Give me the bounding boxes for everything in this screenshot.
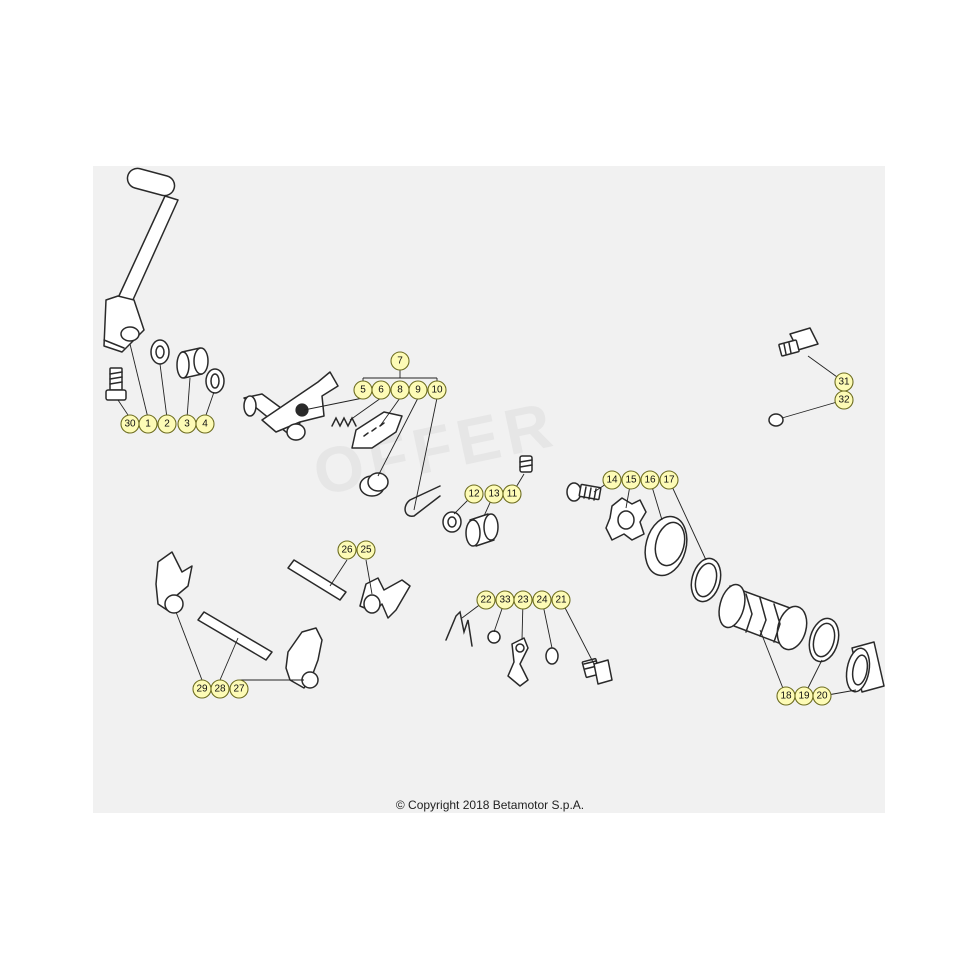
lever-23 xyxy=(507,637,529,687)
bushing-3 xyxy=(176,347,209,379)
fork-rod-26 xyxy=(287,559,347,601)
callout-15: 15 xyxy=(621,470,641,490)
bolt-31 xyxy=(778,327,819,357)
copyright-notice: © Copyright 2018 Betamotor S.p.A. xyxy=(395,798,585,812)
roller-9 xyxy=(359,472,389,497)
callout-20: 20 xyxy=(812,686,832,706)
callout-31: 31 xyxy=(834,372,854,392)
shift-fork-25 xyxy=(359,577,411,619)
callout-28: 28 xyxy=(210,679,230,699)
svg-text:7: 7 xyxy=(397,356,403,367)
svg-text:21: 21 xyxy=(555,595,567,606)
svg-text:9: 9 xyxy=(415,385,421,396)
spring-8 xyxy=(331,416,357,428)
bearing-16 xyxy=(644,515,688,577)
callout-7: 7 xyxy=(390,351,410,371)
shift-fork-29 xyxy=(155,551,193,614)
callout-22: 22 xyxy=(476,590,496,610)
svg-text:5: 5 xyxy=(360,385,366,396)
hairpin-spring-10 xyxy=(404,485,441,517)
callout-5: 5 xyxy=(353,380,373,400)
svg-text:8: 8 xyxy=(397,385,403,396)
callout-33: 33 xyxy=(495,590,515,610)
svg-text:28: 28 xyxy=(214,684,226,695)
callout-8: 8 xyxy=(390,380,410,400)
bolt-11 xyxy=(519,455,533,473)
svg-text:3: 3 xyxy=(184,419,190,430)
svg-text:2: 2 xyxy=(164,419,170,430)
svg-text:18: 18 xyxy=(780,691,792,702)
callout-9: 9 xyxy=(408,380,428,400)
callout-17: 17 xyxy=(659,470,679,490)
svg-text:4: 4 xyxy=(202,419,208,430)
fork-rod-28 xyxy=(197,611,273,661)
svg-text:27: 27 xyxy=(233,684,245,695)
callout-23: 23 xyxy=(513,590,533,610)
svg-text:32: 32 xyxy=(838,395,850,406)
svg-text:15: 15 xyxy=(625,475,637,486)
svg-text:11: 11 xyxy=(507,489,518,500)
shift-lever xyxy=(103,167,179,353)
svg-text:6: 6 xyxy=(378,385,384,396)
bolt-21 xyxy=(581,657,613,685)
star-wheel-15 xyxy=(605,497,647,541)
callout-32: 32 xyxy=(834,390,854,410)
bolt-30 xyxy=(105,367,127,401)
callout-14: 14 xyxy=(602,470,622,490)
washer-32 xyxy=(768,413,784,427)
callout-21: 21 xyxy=(551,590,571,610)
nut-33 xyxy=(487,630,501,644)
svg-text:14: 14 xyxy=(606,475,618,486)
svg-text:33: 33 xyxy=(499,595,511,606)
svg-text:16: 16 xyxy=(644,475,656,486)
svg-text:19: 19 xyxy=(798,691,810,702)
callout-11: 11 xyxy=(502,484,522,504)
svg-text:31: 31 xyxy=(838,377,850,388)
callout-1: 1 xyxy=(138,414,158,434)
svg-text:25: 25 xyxy=(360,545,372,556)
callout-16: 16 xyxy=(640,470,660,490)
shift-shaft xyxy=(243,371,339,441)
callout-13: 13 xyxy=(484,484,504,504)
svg-text:13: 13 xyxy=(488,489,500,500)
callout-26: 26 xyxy=(337,540,357,560)
callout-25: 25 xyxy=(356,540,376,560)
svg-text:29: 29 xyxy=(196,684,208,695)
callout-6: 6 xyxy=(371,380,391,400)
callout-29: 29 xyxy=(192,679,212,699)
spring-22 xyxy=(445,610,473,647)
callout-18: 18 xyxy=(776,686,796,706)
svg-text:12: 12 xyxy=(468,489,480,500)
svg-text:30: 30 xyxy=(124,419,136,430)
shift-drum-18 xyxy=(718,583,808,651)
bolt-14 xyxy=(566,482,602,502)
svg-text:1: 1 xyxy=(145,419,151,430)
callout-24: 24 xyxy=(532,590,552,610)
callout-4: 4 xyxy=(195,414,215,434)
callout-19: 19 xyxy=(794,686,814,706)
callout-12: 12 xyxy=(464,484,484,504)
callout-2: 2 xyxy=(157,414,177,434)
svg-text:10: 10 xyxy=(431,385,443,396)
bushing-13 xyxy=(465,513,499,547)
callout-10: 10 xyxy=(427,380,447,400)
svg-text:23: 23 xyxy=(517,595,529,606)
svg-text:24: 24 xyxy=(536,595,548,606)
svg-text:17: 17 xyxy=(663,475,675,486)
svg-text:20: 20 xyxy=(816,691,828,702)
needle-bearing-20 xyxy=(845,641,885,693)
callout-3: 3 xyxy=(177,414,197,434)
shift-fork-27 xyxy=(285,627,323,689)
callout-30: 30 xyxy=(120,414,140,434)
callout-27: 27 xyxy=(229,679,249,699)
svg-text:22: 22 xyxy=(480,595,492,606)
svg-text:26: 26 xyxy=(341,545,353,556)
washer-24 xyxy=(545,647,559,665)
